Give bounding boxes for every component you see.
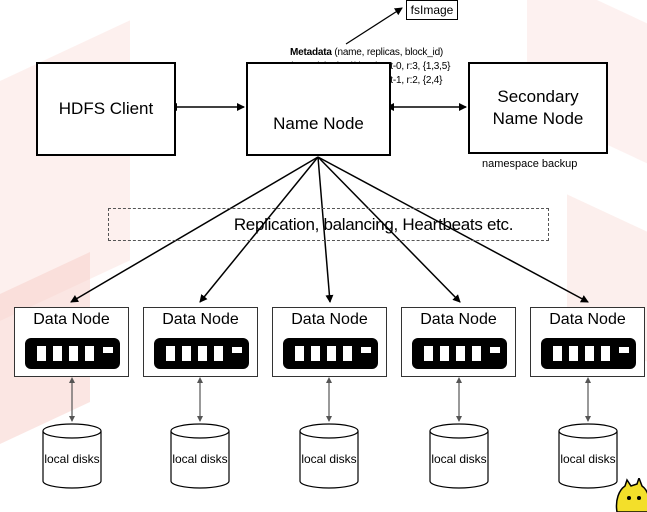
disk-array-icon — [25, 338, 120, 369]
data-node-label: Data Node — [291, 311, 368, 328]
hdfs-client-label: HDFS Client — [58, 99, 154, 118]
disk-bay-icon — [166, 346, 175, 361]
replication-label: Replication, balancing, Heartbeats etc. — [233, 214, 514, 234]
name-node-box: Name Node — [246, 62, 391, 156]
metadata-heading: Metadata (name, replicas, block_id) — [290, 46, 450, 60]
disk-bay-icon — [37, 346, 46, 361]
data-node-label: Data Node — [420, 311, 497, 328]
mascot-icon — [615, 478, 647, 512]
disk-array-icon — [412, 338, 507, 369]
disk-bay-icon — [456, 346, 465, 361]
disk-bay-icon — [311, 346, 320, 361]
status-led-icon — [490, 347, 500, 353]
cylinder-storage-icon — [170, 423, 230, 489]
replication-box: Replication, balancing, Heartbeats etc. — [108, 208, 549, 241]
disk-bay-icon — [440, 346, 449, 361]
data-node-box: Data Node — [530, 307, 645, 377]
local-disk-cylinder: local disks — [170, 423, 230, 489]
disk-bay-icon — [569, 346, 578, 361]
disk-bay-icon — [327, 346, 336, 361]
cylinder-storage-icon — [42, 423, 102, 489]
local-disks-label: local disks — [431, 452, 487, 466]
disk-bay-icon — [214, 346, 223, 361]
status-led-icon — [232, 347, 242, 353]
arrow-namenode-datanode-2 — [199, 156, 319, 303]
metadata-title: Metadata — [290, 47, 332, 58]
local-disks-label: local disks — [172, 452, 228, 466]
arrow-to-fsimage — [345, 7, 403, 45]
local-disks-label: local disks — [560, 452, 616, 466]
disk-bay-icon — [85, 346, 94, 361]
arrow-namenode-datanode-1 — [70, 156, 319, 303]
name-node-label: Name Node — [273, 114, 364, 133]
arrow-namenode-datanode-3 — [317, 156, 334, 303]
disk-bay-icon — [198, 346, 207, 361]
local-disks-label: local disks — [44, 452, 100, 466]
status-led-icon — [619, 347, 629, 353]
disk-bay-icon — [585, 346, 594, 361]
cylinder-storage-icon — [429, 423, 489, 489]
local-disk-cylinder: local disks — [558, 423, 618, 489]
disk-array-icon — [154, 338, 249, 369]
disk-bay-icon — [182, 346, 191, 361]
disk-bay-icon — [343, 346, 352, 361]
disk-array-icon — [283, 338, 378, 369]
disk-bay-icon — [601, 346, 610, 361]
local-disk-cylinder: local disks — [429, 423, 489, 489]
secondary-name-node-box: Secondary Name Node — [468, 62, 608, 154]
cylinder-storage-icon — [299, 423, 359, 489]
metadata-title-rest: (name, replicas, block_id) — [331, 47, 444, 58]
status-led-icon — [361, 347, 371, 353]
data-node-label: Data Node — [549, 311, 626, 328]
arrow-namenode-datanode-4 — [317, 156, 461, 303]
data-node-box: Data Node — [401, 307, 516, 377]
local-disks-label: local disks — [301, 452, 357, 466]
fsimage-box: fsImage — [406, 0, 458, 20]
data-node-label: Data Node — [33, 311, 110, 328]
local-disk-cylinder: local disks — [42, 423, 102, 489]
disk-bay-icon — [472, 346, 481, 361]
namespace-backup-label: namespace backup — [482, 158, 578, 170]
secondary-name-node-label: Secondary Name Node — [492, 87, 584, 128]
cylinder-storage-icon — [558, 423, 618, 489]
local-disk-cylinder: local disks — [299, 423, 359, 489]
data-node-label: Data Node — [162, 311, 239, 328]
hdfs-client-box: HDFS Client — [36, 62, 176, 156]
data-node-box: Data Node — [143, 307, 258, 377]
status-led-icon — [103, 347, 113, 353]
data-node-box: Data Node — [14, 307, 129, 377]
disk-bay-icon — [553, 346, 562, 361]
arrow-namenode-datanode-5 — [317, 156, 589, 303]
disk-bay-icon — [295, 346, 304, 361]
data-node-box: Data Node — [272, 307, 387, 377]
disk-bay-icon — [69, 346, 78, 361]
disk-bay-icon — [53, 346, 62, 361]
disk-bay-icon — [424, 346, 433, 361]
disk-array-icon — [541, 338, 636, 369]
